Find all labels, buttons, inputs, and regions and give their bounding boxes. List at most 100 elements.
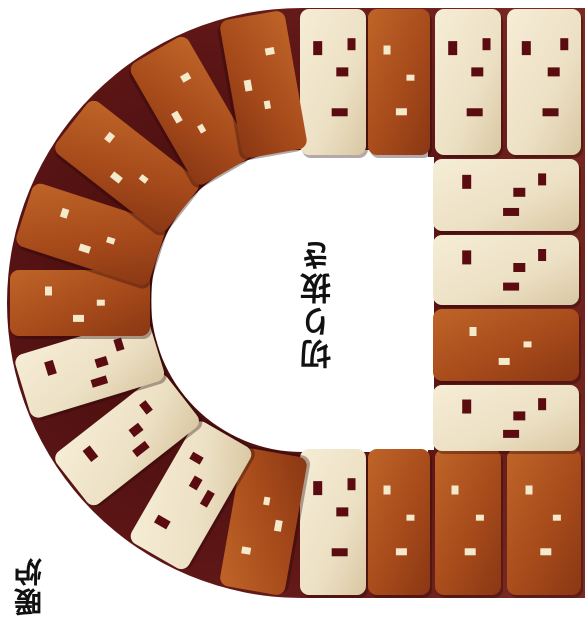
- brick-dark: [435, 449, 503, 598]
- brick-speck: [313, 41, 323, 56]
- brick-speck: [347, 478, 356, 491]
- brick-speck: [538, 249, 547, 261]
- brick-dark: [129, 36, 252, 188]
- brick-speck: [139, 400, 153, 415]
- brick-face: [15, 318, 165, 418]
- fireplace-label: 暖炉: [13, 556, 46, 616]
- brick-face: [220, 448, 307, 595]
- brick-face: [368, 9, 430, 155]
- cutout-label: 切り抜き: [301, 238, 337, 370]
- brick-dark: [368, 9, 432, 158]
- brick-speck: [113, 337, 125, 352]
- brick-speck: [106, 236, 116, 245]
- brick-dark: [368, 449, 432, 598]
- brick-speck: [82, 445, 99, 463]
- brick-face: [55, 100, 199, 232]
- brick-speck: [503, 207, 520, 216]
- brick-speck: [560, 38, 569, 51]
- brick-speck: [197, 123, 207, 134]
- brick-speck: [96, 299, 105, 306]
- brick-face: [435, 9, 501, 155]
- brick-dark: [16, 183, 167, 289]
- brick-speck: [475, 514, 484, 521]
- brick-face: [433, 385, 579, 451]
- brick-speck: [503, 282, 520, 291]
- brick-dark: [507, 449, 583, 598]
- brick-speck: [383, 485, 391, 495]
- brick-face: [433, 309, 579, 381]
- brick-speck: [513, 187, 526, 197]
- brick-speck: [171, 110, 183, 124]
- brick-dark: [54, 100, 199, 236]
- brick-speck: [73, 314, 84, 322]
- brick-speck: [482, 38, 491, 51]
- brick-speck: [462, 174, 472, 189]
- brick-dark: [433, 309, 581, 384]
- brick-speck: [336, 67, 349, 77]
- brick-speck: [521, 41, 531, 56]
- brick-speck: [471, 67, 484, 77]
- brick-face: [300, 449, 366, 595]
- brick-face: [130, 36, 252, 185]
- brick-light: [130, 421, 255, 570]
- brick-speck: [45, 286, 52, 296]
- brick-speck: [525, 485, 533, 495]
- brick-face: [507, 449, 581, 595]
- brick-speck: [104, 131, 116, 144]
- brick-speck: [469, 327, 477, 336]
- brick-face: [130, 421, 252, 570]
- brick-speck: [464, 548, 476, 556]
- brick-light: [55, 374, 203, 507]
- brick-speck: [273, 519, 283, 532]
- brick-speck: [78, 243, 91, 254]
- brick-dark: [10, 270, 152, 339]
- brick-speck: [331, 108, 348, 117]
- brick-speck: [153, 514, 171, 530]
- brick-light: [300, 449, 368, 598]
- brick-speck: [179, 72, 192, 83]
- brick-speck: [188, 475, 203, 491]
- brick-speck: [406, 514, 415, 521]
- brick-light: [435, 9, 503, 158]
- brick-speck: [513, 411, 526, 421]
- brick-speck: [347, 38, 356, 51]
- brick-speck: [90, 375, 109, 388]
- brick-face: [435, 449, 501, 595]
- brick-speck: [263, 100, 272, 110]
- brick-speck: [523, 341, 532, 348]
- brick-light: [433, 235, 581, 308]
- cutout-opening: [151, 150, 428, 452]
- brick-light: [433, 385, 581, 454]
- brick-speck: [462, 250, 472, 265]
- brick-speck: [503, 429, 520, 438]
- brick-face: [433, 235, 579, 305]
- brick-speck: [94, 356, 109, 369]
- brick-face: [433, 159, 579, 231]
- brick-speck: [513, 263, 526, 272]
- brick-speck: [552, 514, 561, 521]
- brick-face: [16, 183, 166, 286]
- brick-light: [15, 318, 167, 420]
- brick-speck: [336, 507, 349, 517]
- brick-face: [300, 9, 366, 155]
- brick-speck: [451, 485, 459, 495]
- brick-speck: [132, 440, 150, 458]
- brick-light: [507, 9, 583, 158]
- brick-speck: [59, 207, 70, 219]
- brick-speck: [395, 548, 407, 556]
- brick-face: [220, 11, 307, 158]
- brick-speck: [466, 108, 483, 117]
- brick-speck: [540, 548, 552, 556]
- brick-face: [507, 9, 581, 155]
- notch: [428, 157, 434, 450]
- brick-dark: [217, 11, 307, 161]
- brick-speck: [542, 108, 559, 117]
- brick-face: [368, 449, 430, 595]
- brick-light: [433, 159, 581, 234]
- brick-speck: [313, 481, 323, 496]
- brick-speck: [406, 74, 415, 81]
- brick-speck: [243, 79, 253, 92]
- brick-speck: [395, 108, 407, 116]
